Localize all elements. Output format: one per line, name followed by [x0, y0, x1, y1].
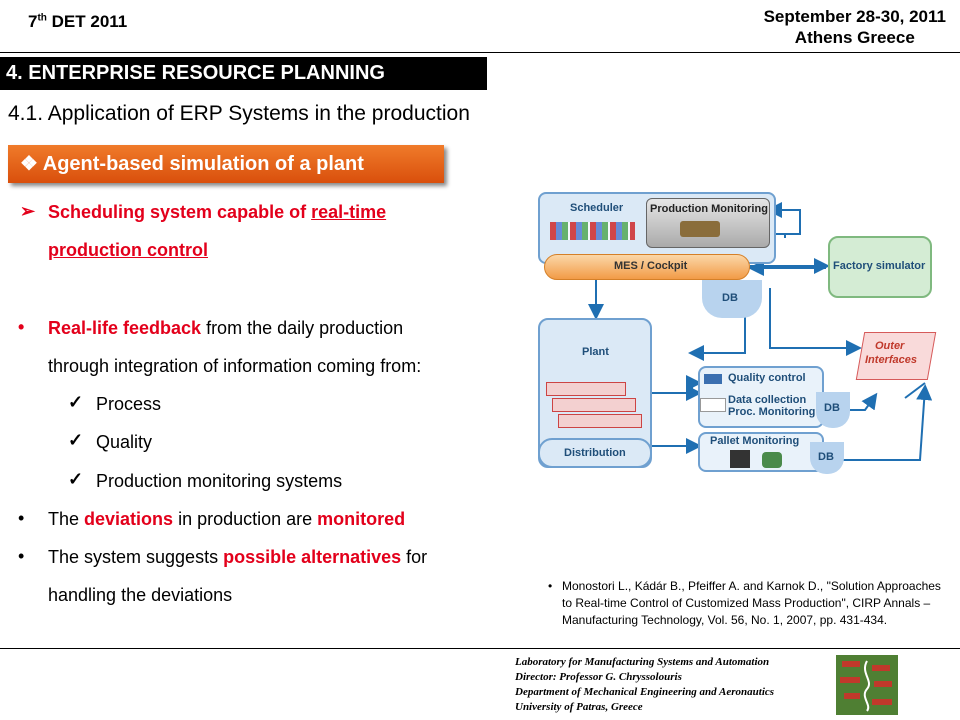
plant-cell-row	[546, 382, 626, 396]
bullet-feedback-line2: through integration of information comin…	[48, 356, 422, 376]
gantt-chart-icon	[550, 222, 635, 240]
footer-line: Director: Professor G. Chryssolouris	[515, 671, 682, 683]
plant-cell-row	[558, 414, 642, 428]
distribution-box	[538, 438, 652, 468]
bullet-dot: •	[18, 546, 25, 566]
bullet-dot: •	[18, 508, 25, 528]
arrow-bullet-icon: ➢	[20, 201, 36, 221]
check-item-monitoring: Production monitoring systems	[96, 471, 343, 491]
section-title: 4. ENTERPRISE RESOURCE PLANNING	[0, 57, 487, 90]
factory-simulator-box	[828, 236, 932, 298]
database-cylinder	[702, 280, 762, 318]
bullet-feedback: Real-life feedback from the daily produc…	[48, 318, 404, 338]
bullet-dot: •	[548, 579, 553, 593]
plant-label: Plant	[582, 346, 609, 358]
banner-label: Agent-based simulation of a plant	[42, 153, 364, 175]
pallet-monitoring-label: Pallet Monitoring	[710, 435, 800, 447]
factory-simulator-label: Factory simulator	[833, 260, 926, 272]
data-collection-label: Data collection	[728, 394, 807, 406]
check-icon: ✓	[68, 469, 84, 489]
mes-cockpit-bar	[544, 254, 750, 280]
database-cylinder	[810, 442, 844, 474]
reference-text: Monostori L., Kádár B., Pfeiffer A. and …	[562, 579, 941, 627]
bullet-alternatives-line2: handling the deviations	[48, 585, 233, 605]
pallet-icon	[762, 452, 782, 468]
check-item-process: Process	[96, 394, 162, 414]
quality-control-icon	[704, 374, 722, 384]
quality-control-label: Quality control	[728, 372, 806, 384]
footer-line: Department of Mechanical Engineering and…	[515, 686, 775, 698]
check-item-quality: Quality	[96, 432, 153, 452]
db-label-pallet: DB	[818, 451, 834, 463]
topic-banner: ❖ Agent-based simulation of a plant	[8, 145, 444, 183]
db-label: DB	[722, 292, 738, 304]
subheading: 4.1. Application of ERP Systems in the p…	[8, 102, 470, 125]
event-date-location: September 28-30, 2011 Athens Greece	[764, 6, 946, 48]
scheduler-label: Scheduler	[570, 202, 624, 214]
outer-interfaces-label-1: Outer	[875, 340, 905, 352]
database-cylinder	[816, 392, 850, 428]
event-title: 7th DET 2011	[28, 12, 128, 31]
machine-icon	[680, 221, 720, 237]
diamond-icon: ❖	[20, 153, 38, 175]
event-location: Athens Greece	[794, 28, 915, 47]
bullet-deviations: The deviations in production are monitor…	[48, 509, 406, 529]
logo-emblem-icon	[836, 655, 898, 715]
production-monitoring-label: Production Monitoring	[650, 203, 768, 215]
rfid-reader-icon	[730, 450, 750, 468]
footer-institution: Laboratory for Manufacturing Systems and…	[515, 655, 774, 715]
mes-cockpit-label: MES / Cockpit	[614, 260, 688, 272]
distribution-label: Distribution	[564, 447, 626, 459]
footer-divider	[0, 648, 960, 649]
document-icon	[700, 398, 726, 412]
plant-cell-row	[552, 398, 636, 412]
bullet-alternatives: The system suggests possible alternative…	[48, 547, 428, 567]
header-divider	[0, 52, 960, 53]
pallet-monitoring-box	[698, 432, 824, 472]
db-label-quality: DB	[824, 402, 840, 414]
check-icon: ✓	[68, 430, 84, 450]
bullet-dot: •	[18, 317, 25, 337]
bullet-scheduling: Scheduling system capable of real-time	[48, 202, 387, 222]
bullet-scheduling-line2: production control	[48, 240, 208, 260]
university-logo	[836, 655, 898, 715]
footer-line: University of Patras, Greece	[515, 701, 643, 713]
event-date: September 28-30, 2011	[763, 7, 946, 26]
footer-line: Laboratory for Manufacturing Systems and…	[515, 656, 770, 668]
outer-interfaces-label-2: Interfaces	[865, 354, 917, 366]
check-icon: ✓	[68, 392, 84, 412]
proc-monitoring-label: Proc. Monitoring	[728, 406, 816, 418]
system-architecture-diagram: Scheduler Production Monitoring MES / Co…	[530, 188, 950, 474]
